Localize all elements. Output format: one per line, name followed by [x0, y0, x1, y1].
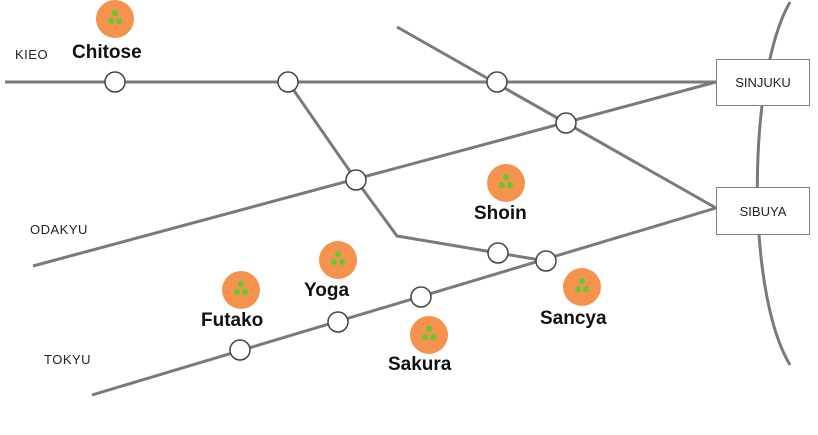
boundary-curve	[755, 1, 792, 366]
park-marker-icon	[222, 271, 260, 309]
place-label-sancya: Sancya	[540, 308, 607, 329]
place-label-chitose: Chitose	[72, 42, 142, 63]
tokyu-line	[91, 206, 717, 397]
station	[229, 339, 251, 361]
park-marker-icon	[319, 241, 357, 279]
upper-branch-line	[396, 25, 717, 210]
line-label-odakyu: ODAKYU	[30, 222, 88, 237]
place-label-futako: Futako	[201, 310, 264, 331]
park-marker-icon	[487, 164, 525, 202]
station	[327, 311, 349, 333]
station	[345, 169, 367, 191]
middle-branch-line	[286, 81, 547, 263]
place-label-sakura: Sakura	[388, 354, 452, 375]
station	[486, 71, 508, 93]
odakyu-line	[32, 80, 717, 268]
station	[535, 250, 557, 272]
place-label-shoin: Shoin	[474, 203, 527, 224]
park-marker-icon	[410, 316, 448, 354]
station	[410, 286, 432, 308]
station	[277, 71, 299, 93]
park-marker-icon	[563, 268, 601, 306]
terminal-sibuya: SIBUYA	[716, 187, 810, 235]
terminal-sinjuku: SINJUKU	[716, 59, 810, 106]
station	[487, 242, 509, 264]
place-label-yoga: Yoga	[304, 280, 350, 301]
station	[104, 71, 126, 93]
line-label-tokyu: TOKYU	[44, 352, 92, 367]
park-marker-icon	[96, 0, 134, 38]
station	[555, 112, 577, 134]
line-label-kieo: KIEO	[15, 47, 49, 62]
